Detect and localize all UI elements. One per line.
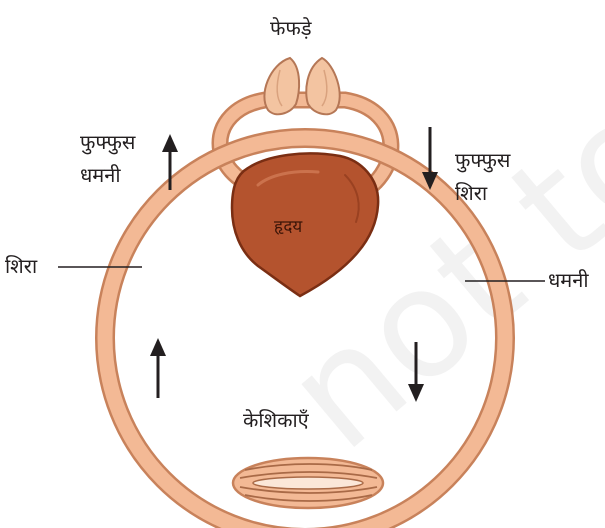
label-heart: हृदय — [274, 217, 302, 237]
label-pulmonary-artery-2: धमनी — [80, 163, 121, 187]
label-pulmonary-artery-1: फुफ्फुस — [80, 130, 135, 154]
arrow-vein-up — [150, 338, 166, 398]
label-pulmonary-vein-2: शिरा — [455, 181, 487, 205]
label-artery: धमनी — [548, 268, 589, 292]
arrow-artery-down — [408, 342, 424, 402]
label-capillaries: केशिकाएँ — [243, 408, 309, 432]
label-vein: शिरा — [5, 254, 37, 278]
heart — [232, 153, 378, 296]
label-lungs: फेफड़े — [270, 16, 312, 40]
label-pulmonary-vein-1: फुफ्फुस — [455, 148, 510, 172]
